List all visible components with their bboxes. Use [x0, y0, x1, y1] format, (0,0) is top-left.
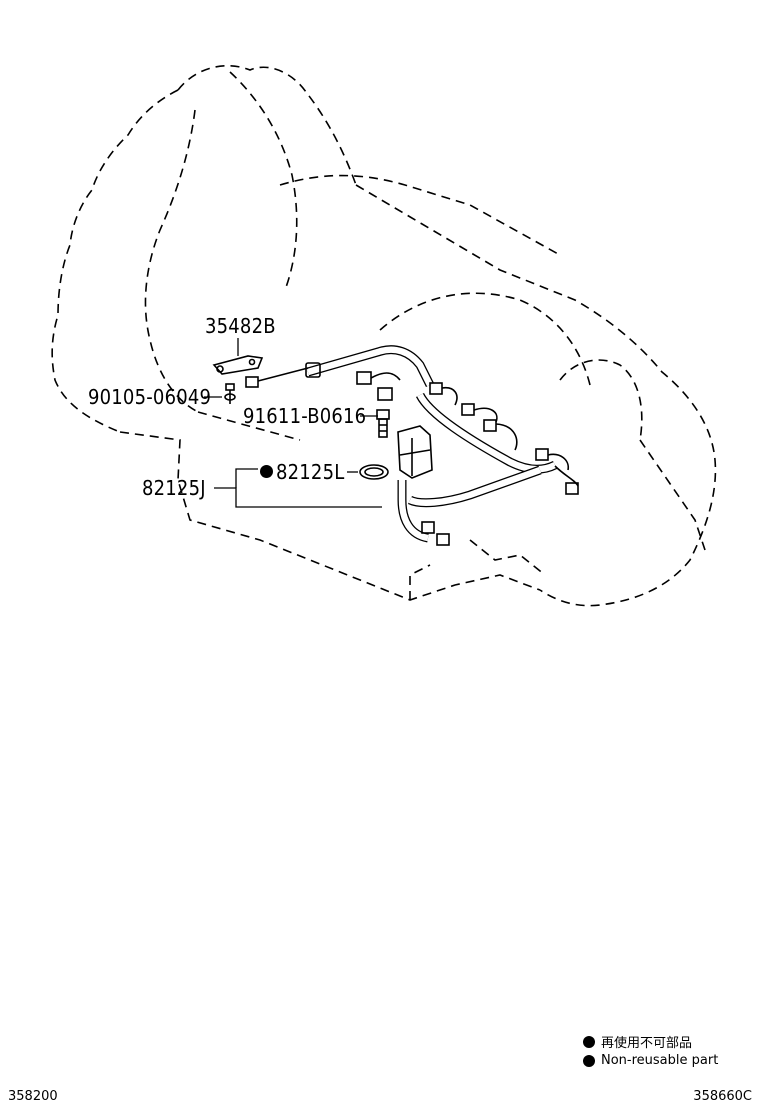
footer-left-code: 358200 — [8, 1089, 58, 1104]
transmission-outline — [51, 64, 717, 607]
footer-right-code: 358660C — [693, 1089, 752, 1104]
part-label-82125l[interactable]: 82125L — [260, 462, 344, 482]
legend-text-jp: 再使用不可部品 — [601, 1036, 693, 1051]
part-label-91611-b0616[interactable]: 91611-B0616 — [243, 404, 367, 428]
legend-row-en: Non-reusable part — [583, 1053, 718, 1068]
bracket-35482b-shape — [212, 355, 264, 375]
part-number-82125l: 82125L — [276, 460, 345, 484]
legend-text-en: Non-reusable part — [601, 1053, 719, 1068]
o-ring-82125l-shape — [359, 464, 389, 480]
wire-harness-shape — [245, 345, 579, 546]
part-label-35482b[interactable]: 35482B — [205, 314, 276, 338]
bolt-90105-shape — [224, 383, 236, 404]
legend-row-jp: 再使用不可部品 — [583, 1032, 692, 1051]
part-label-82125j[interactable]: 82125J — [142, 476, 206, 500]
filled-circle-icon — [583, 1054, 595, 1067]
leader-lines — [204, 338, 382, 508]
part-label-90105-06049[interactable]: 90105-06049 — [88, 385, 212, 409]
filled-circle-icon — [583, 1035, 595, 1048]
bolt-91611-shape — [376, 409, 390, 438]
non-reusable-icon — [260, 465, 273, 478]
